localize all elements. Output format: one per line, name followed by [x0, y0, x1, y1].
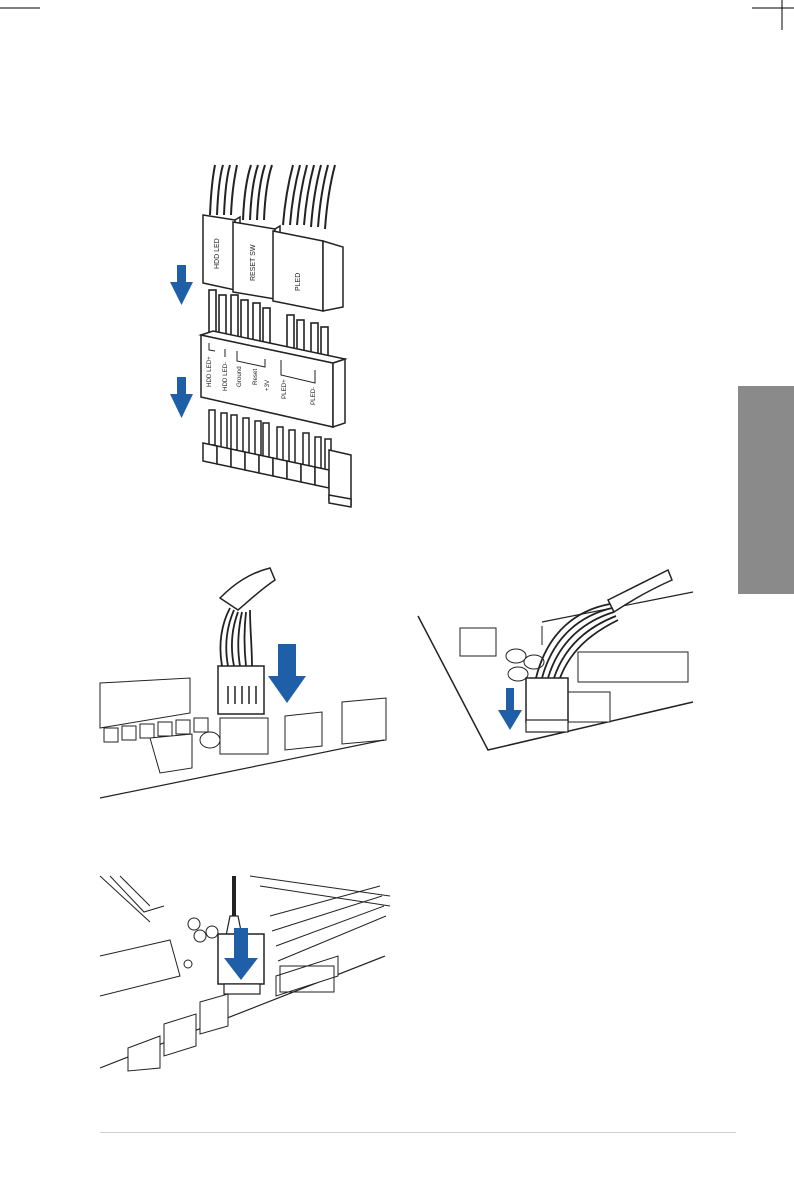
- pin-label-pled-plus: PLED+: [281, 379, 288, 399]
- down-arrow-icon: [498, 688, 522, 730]
- plug-label-reset-sw: RESET SW: [250, 244, 257, 281]
- pin-label-ground: Ground: [236, 366, 243, 387]
- pin-label-pled-minus: PLED-: [310, 387, 317, 405]
- down-arrow-icon: [268, 644, 306, 703]
- pin-label-hdd-led-minus: HDD LED-: [222, 362, 229, 391]
- crop-mark-top: [0, 0, 794, 30]
- chapter-side-tab: [738, 386, 794, 594]
- down-arrow-icon: [170, 265, 193, 305]
- footer-rule: [100, 1132, 736, 1133]
- plug-label-pled: PLED: [295, 273, 302, 291]
- pin-label-hdd-led-plus: HDD LED+: [206, 356, 213, 387]
- header-install-figure-bottom: [100, 876, 390, 1071]
- pin-label-reset: Reset: [252, 369, 259, 385]
- header-install-figure-right: [418, 570, 693, 755]
- front-panel-connector-figure: HDD LED RESET SW PLED HDD LED+ HDD LED- …: [165, 165, 365, 515]
- pin-label-3v: +3V: [264, 379, 271, 391]
- down-arrow-icon: [170, 377, 193, 418]
- header-install-figure-left: [100, 568, 390, 803]
- plug-label-hdd-led: HDD LED: [214, 238, 221, 269]
